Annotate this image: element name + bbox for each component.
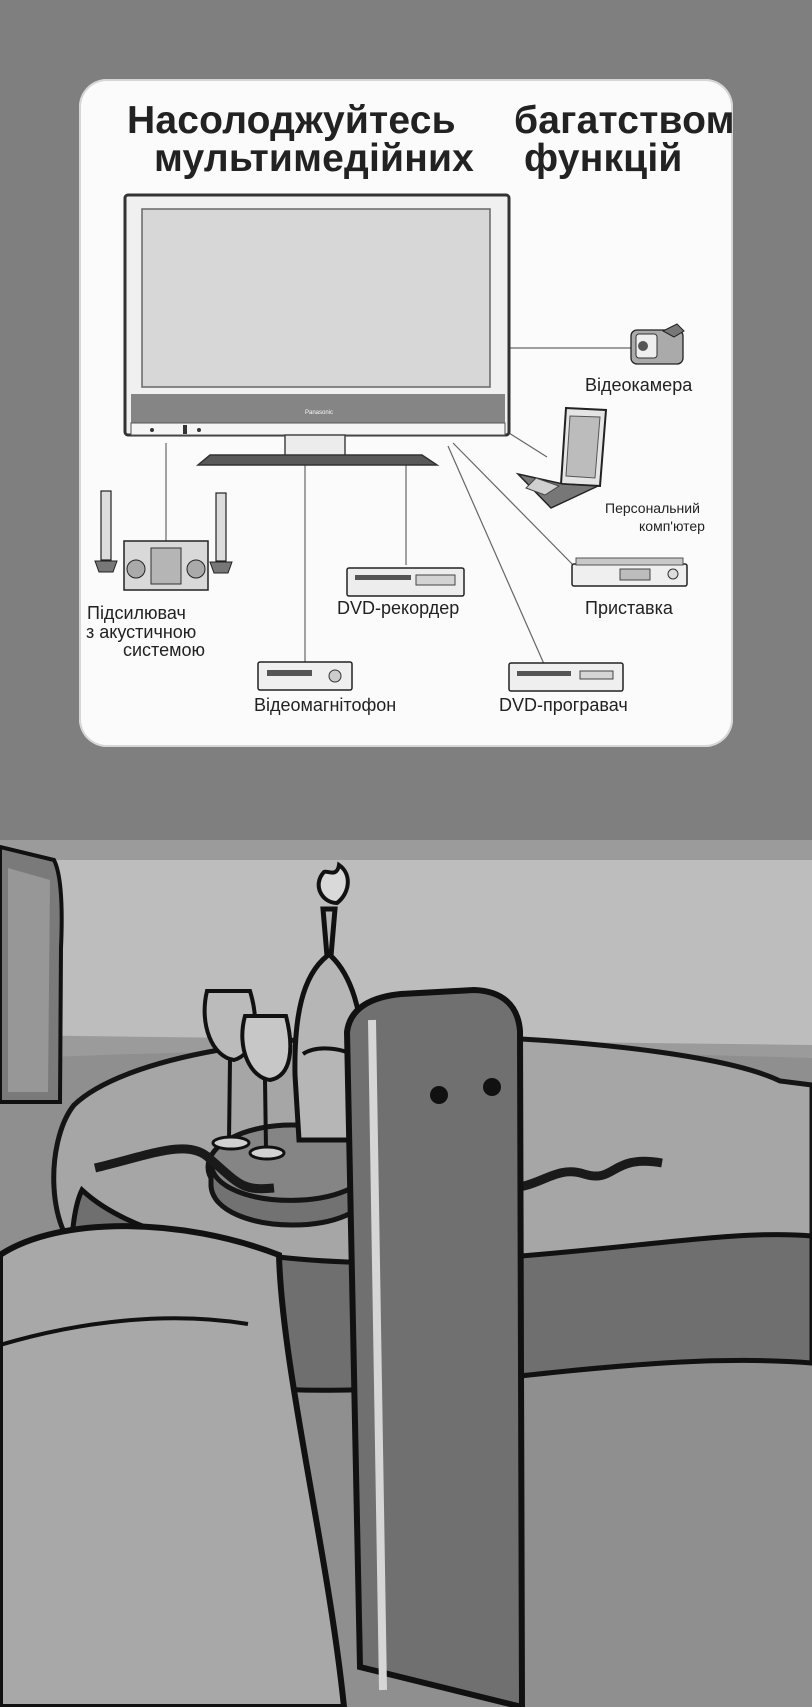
amplifier-with-speakers-icon — [94, 490, 233, 591]
front-speaker — [343, 986, 526, 1707]
laptop-icon — [515, 406, 608, 509]
title-word-3: мультимедійних — [154, 137, 475, 180]
amplifier-label-line-1: Підсилювач — [87, 603, 186, 623]
pc-label-line-2: комп'ютер — [639, 518, 705, 534]
connection-illustration: Panasonic — [94, 193, 688, 692]
set-top-box-connection-line — [452, 442, 580, 572]
connection-lines — [165, 347, 653, 665]
amplifier-label-line-3: системою — [123, 640, 205, 660]
vcr-label: Відеомагнітофон — [254, 695, 397, 715]
cable-left — [93, 1144, 275, 1194]
dvd-player-icon — [508, 662, 624, 692]
set-top-box-icon — [571, 557, 688, 587]
living-room-illustration — [0, 840, 812, 1707]
dvd-recorder-icon — [346, 567, 465, 597]
dvd-player-label: DVD-програвач — [499, 695, 628, 715]
left-speaker-cabinet — [0, 844, 64, 1104]
camcorder-icon — [630, 323, 685, 365]
pc-label-line-1: Персональний — [605, 500, 700, 516]
vcr-icon — [257, 661, 353, 691]
cable-right — [499, 1156, 663, 1193]
table-objects — [202, 861, 379, 1228]
dvd-player-connection-line — [447, 445, 545, 665]
title-word-4: функцій — [524, 137, 683, 180]
pc-connection-line — [508, 432, 548, 458]
amplifier-label-line-2: з акустичною — [86, 622, 197, 642]
dvd-recorder-label: DVD-рекордер — [337, 598, 460, 618]
tv-brand-logo: Panasonic — [305, 410, 333, 416]
title-word-1: Насолоджуйтесь — [127, 99, 456, 142]
title-word-2: багатством — [514, 99, 733, 142]
tv-icon — [123, 193, 511, 466]
camera-label: Відеокамера — [585, 375, 693, 395]
multimedia-connection-diagram: Panasonic — [79, 79, 733, 747]
set-top-box-label: Приставка — [585, 598, 673, 618]
sofa-cushion — [0, 1223, 348, 1707]
living-room-scene-svg — [0, 840, 812, 1707]
